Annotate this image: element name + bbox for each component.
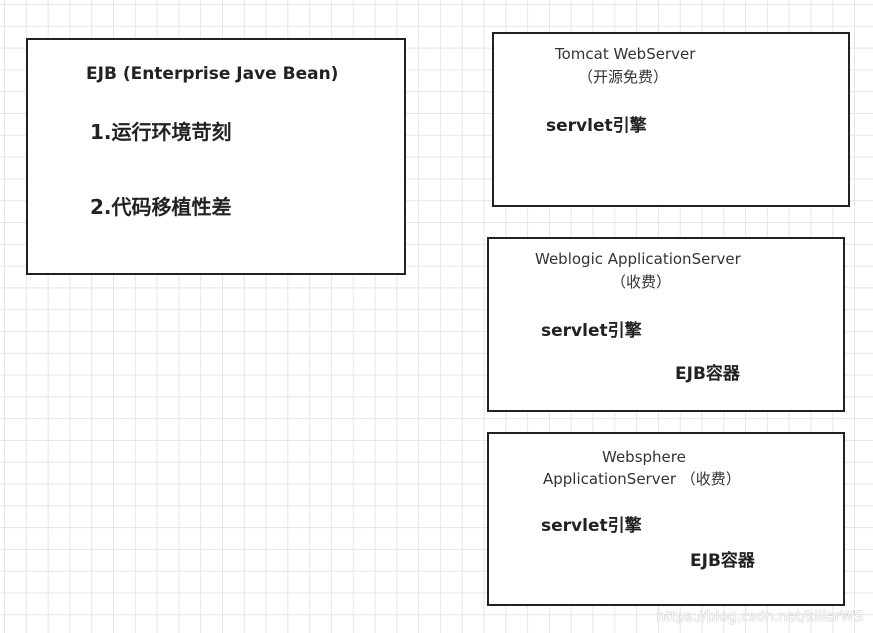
ejb-box: EJB (Enterprise Jave Bean) 1.运行环境苛刻 2.代码… — [26, 38, 406, 275]
weblogic-servlet-engine: servlet引擎 — [541, 321, 642, 341]
websphere-title-line-2: ApplicationServer （收费） — [543, 470, 741, 488]
tomcat-servlet-engine: servlet引擎 — [546, 116, 647, 136]
websphere-box: Websphere ApplicationServer （收费） servlet… — [487, 432, 845, 606]
ejb-point-2: 2.代码移植性差 — [90, 195, 232, 219]
watermark: https://blog.csdn.net/killerWS — [656, 609, 863, 625]
tomcat-title: Tomcat WebServer — [555, 45, 696, 63]
weblogic-title: Weblogic ApplicationServer — [535, 250, 741, 268]
ejb-point-1: 1.运行环境苛刻 — [90, 120, 232, 144]
websphere-servlet-engine: servlet引擎 — [541, 516, 642, 536]
weblogic-box: Weblogic ApplicationServer （收费） servlet引… — [487, 237, 845, 412]
weblogic-subtitle: （收费） — [611, 273, 672, 291]
weblogic-ejb-container: EJB容器 — [675, 364, 740, 384]
tomcat-subtitle: （开源免费） — [578, 68, 669, 86]
websphere-ejb-container: EJB容器 — [690, 551, 755, 571]
websphere-title-line-1: Websphere — [602, 448, 686, 466]
tomcat-box: Tomcat WebServer （开源免费） servlet引擎 — [492, 32, 850, 207]
ejb-title: EJB (Enterprise Jave Bean) — [86, 64, 339, 84]
